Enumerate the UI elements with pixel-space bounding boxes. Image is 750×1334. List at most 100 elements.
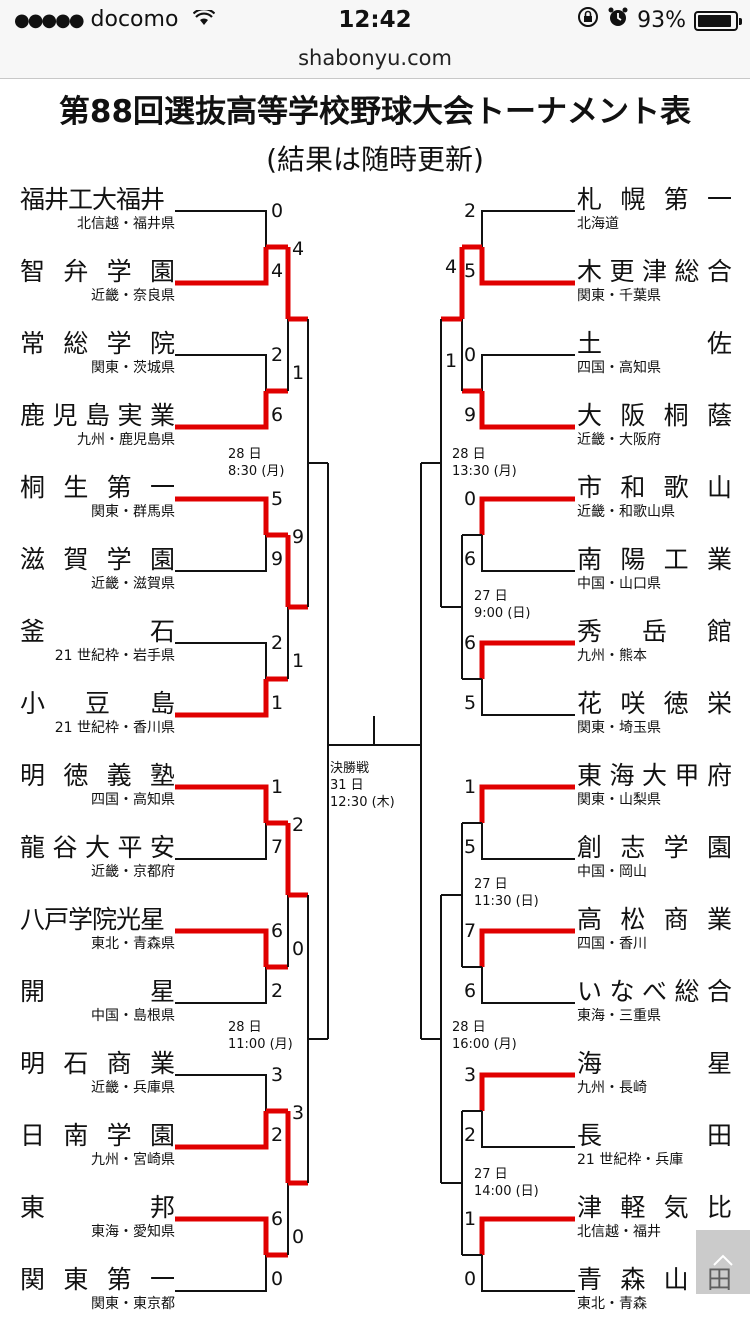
team-region: 関東・埼玉県 [577,720,661,736]
team-region: 中国・山口県 [577,576,661,592]
status-right: 93% [577,6,742,36]
team-region: 北海道 [577,216,619,232]
team-name: 明石商業 [20,1049,175,1078]
status-bar: ●●●●●docomo 12:42 93% [0,0,750,40]
team-name: 日南学園 [20,1121,175,1150]
page-subtitle: (結果は随時更新) [266,143,484,176]
match-score: 4 [444,256,458,278]
match-score: 0 [270,1268,284,1290]
match-score: 9 [291,526,305,548]
team-left-1: 福井工大福井北信越・福井県 [20,185,175,233]
bracket-line [481,1111,575,1148]
team-name: 高松商業 [577,905,732,934]
bracket-line [481,679,575,716]
match-score: 0 [463,488,477,510]
bracket-line [175,1111,269,1150]
match-score: 2 [270,632,284,654]
bracket-line [479,496,575,535]
team-left-11: 八戸学院光星東北・青森県 [20,905,175,953]
scroll-to-top-button[interactable] [696,1230,750,1294]
team-region: 四国・高知県 [91,792,175,808]
match-score: 1 [463,776,477,798]
match-score: 5 [463,836,477,858]
clock: 12:42 [338,7,412,33]
team-name: 海星 [577,1049,732,1078]
match-score: 2 [463,1124,477,1146]
final-match-info: 決勝戦 31 日 12:30 (木) [330,761,395,810]
team-name: 明徳義塾 [20,761,175,790]
bracket-line [481,535,575,572]
match-score: 3 [463,1064,477,1086]
team-name: 開星 [20,977,175,1006]
match-score: 9 [463,404,477,426]
bracket-line [481,354,575,391]
match-score: 7 [463,920,477,942]
schedule-left-bottom: 28 日 11:00 (月) [228,1020,293,1052]
match-score: 1 [444,350,458,372]
address-bar[interactable]: shabonyu.com [0,40,750,79]
team-name: 秀岳館 [577,617,732,646]
match-score: 1 [291,650,305,672]
schedule-right-mid1: 27 日 9:00 (日) [474,589,531,621]
bracket-line [175,210,267,247]
team-left-16: 関東第一関東・東京都 [20,1265,175,1313]
team-right-3: 土佐四国・高知県 [577,329,732,377]
bracket-line [175,1216,269,1255]
url-text[interactable]: shabonyu.com [298,46,452,70]
match-score: 5 [463,260,477,282]
team-region: 近畿・滋賀県 [91,576,175,592]
team-region: 近畿・兵庫県 [91,1080,175,1096]
team-region: 関東・茨城県 [91,360,175,376]
team-region: 関東・群馬県 [91,504,175,520]
team-right-6: 南陽工業中国・山口県 [577,545,732,593]
team-region: 九州・長崎 [577,1080,647,1096]
bracket-line [479,784,575,823]
team-name: 福井工大福井 [20,185,165,214]
team-region: 北信越・福井県 [77,216,175,232]
team-name: 市和歌山 [577,473,732,502]
bracket-line [175,784,269,823]
team-right-15: 津軽気比北信越・福井 [577,1193,732,1241]
team-region: 関東・東京都 [91,1296,175,1312]
team-left-2: 智弁学園近畿・奈良県 [20,257,175,305]
team-right-1: 札幌第一北海道 [577,185,732,233]
team-left-3: 常総学院関東・茨城県 [20,329,175,377]
match-score: 0 [270,200,284,222]
team-region: 中国・岡山 [577,864,647,880]
match-score: 6 [463,980,477,1002]
bracket-line [479,640,575,679]
team-region: 東北・青森県 [91,936,175,952]
team-name: 花咲徳栄 [577,689,732,718]
battery-percent: 93% [637,8,686,33]
match-score: 1 [270,692,284,714]
orientation-lock-icon [577,6,599,36]
team-name: 東邦 [20,1193,175,1222]
bracket-line [175,928,269,967]
match-score: 6 [463,632,477,654]
team-name: 大阪桐蔭 [577,401,732,430]
team-region: 21 世紀枠・兵庫 [577,1152,684,1168]
battery-level [698,15,732,27]
team-right-11: 高松商業四国・香川 [577,905,732,953]
team-region: 近畿・和歌山県 [577,504,675,520]
team-right-10: 創志学園中国・岡山 [577,833,732,881]
bracket-line [481,823,575,860]
team-name: 八戸学院光星 [20,905,165,934]
signal-strength-icon: ●●●●● [14,10,85,31]
team-left-6: 滋賀学園近畿・滋賀県 [20,545,175,593]
team-name: 札幌第一 [577,185,732,214]
bracket-line [479,1216,575,1255]
team-right-12: いなべ総合東海・三重県 [577,977,732,1025]
match-score: 1 [463,1208,477,1230]
bracket-line [175,391,269,430]
team-region: 21 世紀枠・岩手県 [54,648,175,664]
team-region: 関東・山梨県 [577,792,661,808]
match-score: 2 [270,1124,284,1146]
bracket-line [479,1072,575,1111]
team-right-4: 大阪桐蔭近畿・大阪府 [577,401,732,449]
team-region: 近畿・京都府 [91,864,175,880]
team-left-12: 開星中国・島根県 [20,977,175,1025]
team-right-9: 東海大甲府関東・山梨県 [577,761,732,809]
bracket-line [175,642,267,679]
